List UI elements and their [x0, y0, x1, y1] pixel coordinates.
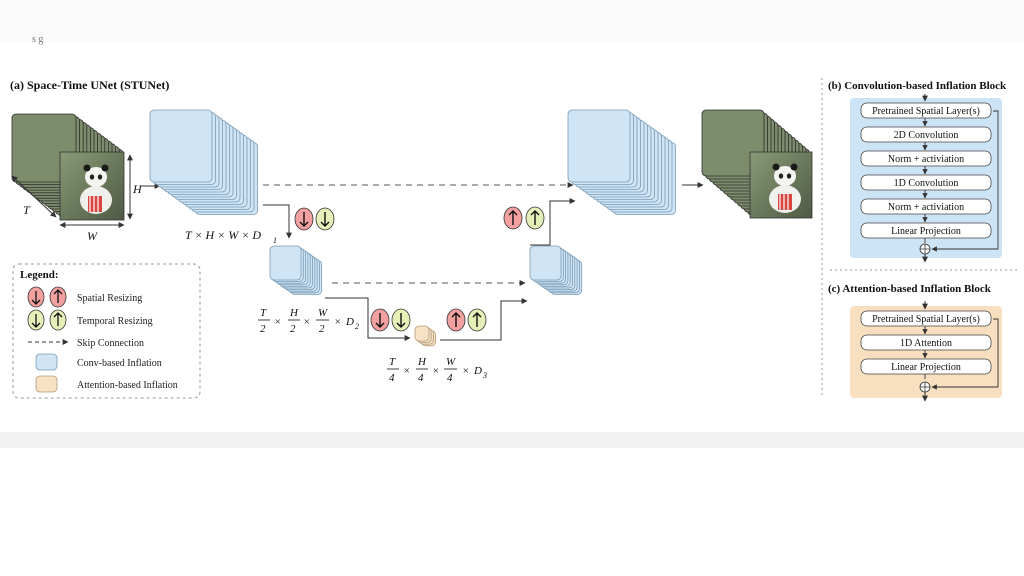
panel-c: Pretrained Spatial Layer(s) 1D AttentionL… [850, 301, 1002, 402]
panel-b-step-label: 1D Convolution [894, 178, 959, 189]
panda-output-image [749, 151, 813, 219]
level-3-frac-t-num: T [389, 356, 396, 368]
up-resize-icons-2 [503, 206, 545, 230]
level-3-frac-h-num: H [417, 356, 427, 368]
down-path-2 [325, 297, 411, 341]
legend-attn-swatch [35, 375, 58, 393]
level-3-dims: T 4 × H 4 × W 4 × D 3 [387, 356, 487, 384]
down-resize-icons-1 [294, 207, 335, 231]
top-band [0, 0, 1024, 42]
level-2-d-sub: 2 [355, 322, 359, 331]
panda-image [59, 151, 125, 221]
level-2-mul-3: × [334, 316, 341, 328]
legend-temporal-label: Temporal Resizing [77, 316, 153, 327]
level-2-frac-h-den: 2 [290, 323, 296, 335]
feature-map-slab [414, 325, 430, 342]
panel-c-residual [931, 318, 999, 390]
panel-b-step-label: Linear Projection [891, 226, 961, 237]
down-path-1 [263, 204, 292, 239]
legend-conv-swatch [35, 353, 58, 371]
bottom-band [0, 432, 1024, 448]
level-2-mul-1: × [274, 316, 281, 328]
panel-b-step-label: Pretrained Spatial Layer(s) [872, 106, 980, 117]
panel-b-step-box [860, 150, 992, 167]
legend-spatial-icons [27, 286, 67, 308]
panel-b-step-label: Norm + activiation [888, 154, 964, 165]
encoder-block-level-1 [149, 109, 258, 215]
level-2-mul-2: × [303, 316, 310, 328]
level-2-frac-t-den: 2 [260, 323, 266, 335]
panel-c-step-box [860, 358, 992, 375]
legend-temporal-icons [27, 309, 67, 331]
level-2-frac-h-num: H [289, 307, 299, 319]
panel-b-title: (b) Convolution-based Inflation Block [828, 80, 1007, 92]
level-2-frac-w-num: W [318, 307, 328, 319]
decoder-block-level-2 [529, 245, 583, 295]
legend-title: Legend: [20, 269, 59, 281]
panel-b-step-label: 2D Convolution [894, 130, 959, 141]
panel-c-title: (c) Attention-based Inflation Block [828, 283, 992, 295]
output-video-stack [701, 109, 813, 219]
dim-h-label: H [132, 182, 143, 196]
feature-map-slab [567, 109, 631, 183]
level-3-d-sub: 3 [482, 371, 487, 380]
legend-spatial-label: Spatial Resizing [77, 293, 142, 304]
dim-w-label: W [87, 229, 98, 243]
panel-b: Pretrained Spatial Layer(s) 2D Convolutio… [850, 94, 1002, 263]
feature-map-slab [269, 245, 302, 281]
panel-c-step-label: Pretrained Spatial Layer(s) [872, 314, 980, 325]
level-2-frac-w-den: 2 [319, 323, 325, 335]
video-frame [701, 109, 765, 177]
level-3-mul-2: × [432, 365, 439, 377]
up-path-2 [530, 198, 576, 246]
panel-a-title: (a) Space-Time UNet (STUNet) [10, 78, 169, 92]
level-2-frac-t-num: T [260, 307, 267, 319]
up-resize-icons-1 [446, 308, 487, 332]
legend-attn-label: Attention-based Inflation [77, 380, 178, 391]
bottleneck-block-level-3 [414, 325, 437, 347]
encoder-block-level-2 [269, 245, 323, 295]
level-3-mul-3: × [462, 365, 469, 377]
input-dimension-arrows [11, 154, 133, 228]
dim-t-label: T [23, 203, 31, 217]
panel-c-step-label: Linear Projection [891, 362, 961, 373]
legend: Legend: Spatial Resizing Temporal Resizi… [12, 263, 201, 399]
level-3-mul-1: × [403, 365, 410, 377]
panel-b-step-box [860, 198, 992, 215]
level-3-frac-w-num: W [446, 356, 456, 368]
panel-c-step-box [860, 334, 992, 351]
panel-b-step-box [860, 222, 992, 239]
level-1-dims: T × H × W × D 1 [185, 228, 277, 245]
up-path-1 [440, 298, 528, 341]
panel-b-step-box [860, 174, 992, 191]
level-1-dims-text: T × H × W × D [185, 228, 261, 242]
level-3-frac-t-den: 4 [389, 372, 395, 384]
top-snippet: s g [32, 34, 43, 45]
panel-c-step-label: 1D Attention [900, 338, 952, 349]
legend-conv-label: Conv-based Inflation [77, 358, 162, 369]
feature-map-slab [529, 245, 562, 281]
level-3-frac-h-den: 4 [418, 372, 424, 384]
panel-b-step-label: Norm + activiation [888, 202, 964, 213]
legend-skip-label: Skip Connection [77, 338, 144, 349]
level-3-frac-w-den: 4 [447, 372, 453, 384]
down-resize-icons-2 [370, 308, 411, 332]
level-1-dims-sub: 1 [273, 236, 277, 245]
panel-c-step-box [860, 310, 992, 327]
level-2-dims: T 2 × H 2 × W 2 × D 2 [258, 307, 359, 335]
panel-b-step-box [860, 102, 992, 119]
level-2-d: D [345, 316, 354, 328]
decoder-block-level-1 [567, 109, 676, 215]
panel-b-step-box [860, 126, 992, 143]
panel-b-residual [931, 110, 999, 252]
input-video-stack [11, 113, 125, 221]
level-3-d: D [473, 365, 482, 377]
feature-map-slab [149, 109, 213, 183]
